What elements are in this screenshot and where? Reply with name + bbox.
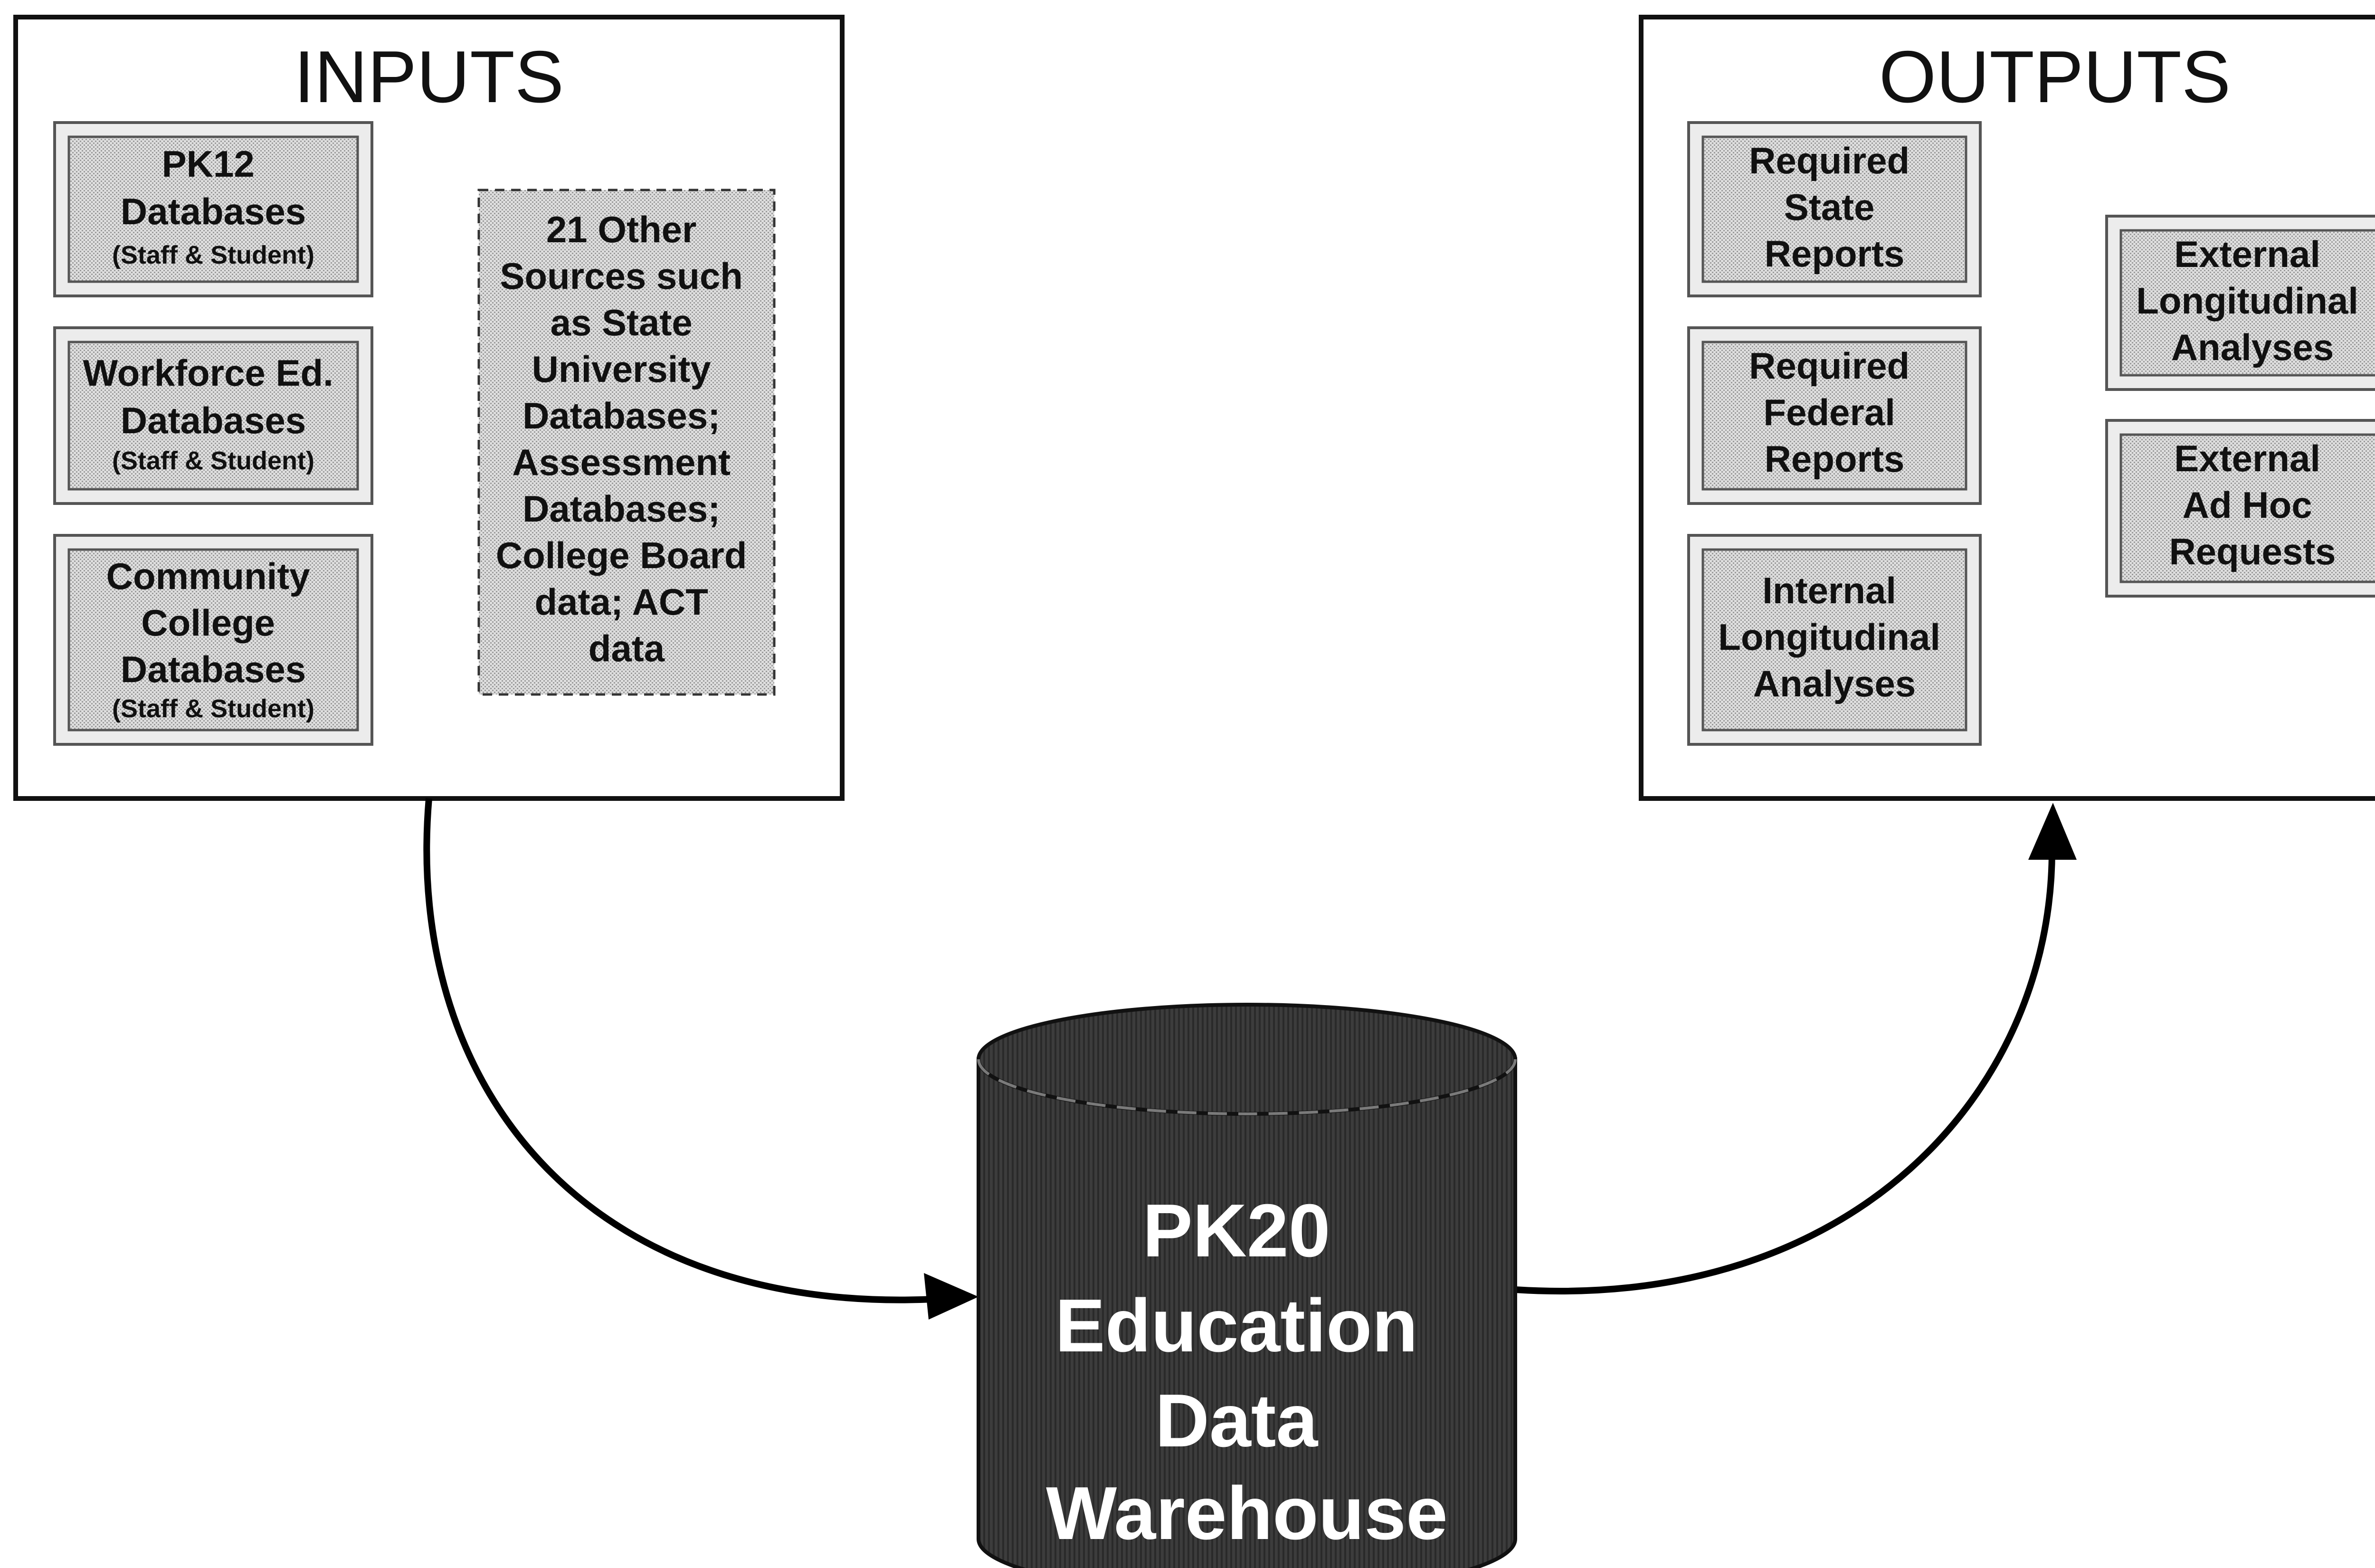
pk12-line-1: PK12 xyxy=(162,143,255,185)
other-sources-line-7: Databases; xyxy=(522,488,720,530)
internal-longitudinal-line-3: Analyses xyxy=(1753,663,1916,704)
external-adhoc-box: External Ad Hoc Requests xyxy=(2105,419,2375,598)
other-sources-box: 21 Other Sources such as State Universit… xyxy=(477,189,776,696)
data-warehouse-cylinder: PK20 Education Data Warehouse xyxy=(977,1003,1517,1568)
svg-text:Required State Rep: Required State Reports xyxy=(1749,140,1920,275)
state-reports-line-2: State xyxy=(1784,186,1875,228)
svg-text:Internal Longitudinal: Internal Longitudinal Analyses xyxy=(1718,570,1951,704)
warehouse-line-2: Education xyxy=(1055,1284,1418,1368)
workforce-line-2: Databases xyxy=(121,399,306,441)
other-sources-line-3: as State xyxy=(551,302,693,343)
external-longitudinal-box: External Longitudinal Analyses xyxy=(2105,215,2375,391)
other-sources-line-6: Assessment xyxy=(512,441,731,483)
other-sources-line-10: data xyxy=(589,627,665,669)
community-college-line-2: College xyxy=(141,602,275,644)
community-college-databases-box: Community College Databases (Staff & Stu… xyxy=(53,534,373,746)
external-adhoc-line-2: Ad Hoc xyxy=(2183,484,2312,526)
other-sources-line-9: data; ACT xyxy=(534,581,708,623)
federal-reports-line-1: Required xyxy=(1749,345,1910,387)
internal-longitudinal-line-1: Internal xyxy=(1762,570,1896,611)
pk12-sub: (Staff & Student) xyxy=(112,241,314,269)
pk12-databases-box: PK12 Databases (Staff & Student) xyxy=(53,121,373,297)
workforce-sub: (Staff & Student) xyxy=(112,447,314,475)
federal-reports-line-2: Federal xyxy=(1763,391,1895,433)
svg-text:External Ad Hoc Re: External Ad Hoc Requests xyxy=(2169,437,2336,572)
workforce-databases-box: Workforce Ed. Databases (Staff & Student… xyxy=(53,326,373,505)
svg-text:Community College: Community College Databases xyxy=(106,555,321,690)
inputs-title: INPUTS xyxy=(294,36,564,118)
other-sources-line-8: College Board xyxy=(496,534,747,576)
svg-text:PK20 Education Dat: PK20 Education Data Warehouse xyxy=(1046,1189,1448,1555)
community-college-sub: (Staff & Student) xyxy=(112,694,314,723)
svg-text:Workforce Ed. Databases: Workforce Ed. Databases xyxy=(83,352,343,441)
community-college-line-3: Databases xyxy=(121,648,306,690)
svg-text:External Longitudinal: External Longitudinal Analyses xyxy=(2136,233,2369,368)
inputs-arrowhead xyxy=(924,1273,978,1320)
warehouse-line-3: Data xyxy=(1155,1379,1319,1463)
inputs-to-warehouse-arrow xyxy=(423,798,969,1303)
workforce-line-1: Workforce Ed. xyxy=(83,352,333,394)
svg-text:21 Other Sources such: 21 Other Sources such as State Universit… xyxy=(496,209,757,669)
external-longitudinal-line-1: External xyxy=(2174,233,2320,275)
other-sources-line-4: University xyxy=(532,348,711,390)
state-reports-line-3: Reports xyxy=(1765,233,1905,275)
external-longitudinal-line-3: Analyses xyxy=(2171,326,2334,368)
other-sources-line-2: Sources such xyxy=(500,255,743,297)
pk12-line-2: Databases xyxy=(121,190,306,232)
community-college-line-1: Community xyxy=(106,555,310,597)
warehouse-line-1: PK20 xyxy=(1142,1189,1330,1273)
outputs-arrowhead xyxy=(2028,803,2077,860)
federal-reports-box: Required Federal Reports xyxy=(1687,326,1982,505)
internal-longitudinal-line-2: Longitudinal xyxy=(1718,616,1940,658)
svg-text:PK12 Databases: PK12 Databases xyxy=(121,143,306,232)
external-longitudinal-line-2: Longitudinal xyxy=(2136,280,2358,322)
state-reports-line-1: Required xyxy=(1749,140,1910,181)
federal-reports-line-3: Reports xyxy=(1765,438,1905,480)
state-reports-box: Required State Reports xyxy=(1687,121,1982,297)
warehouse-line-4: Warehouse xyxy=(1046,1472,1448,1555)
external-adhoc-line-3: Requests xyxy=(2169,531,2336,572)
warehouse-to-outputs-arrow xyxy=(1515,850,2055,1295)
other-sources-line-5: Databases; xyxy=(522,395,720,437)
other-sources-line-1: 21 Other xyxy=(546,209,696,250)
internal-longitudinal-box: Internal Longitudinal Analyses xyxy=(1687,534,1982,746)
svg-text:Required Federal R: Required Federal Reports xyxy=(1749,345,1920,480)
outputs-title: OUTPUTS xyxy=(1879,36,2231,118)
external-adhoc-line-1: External xyxy=(2174,437,2320,479)
